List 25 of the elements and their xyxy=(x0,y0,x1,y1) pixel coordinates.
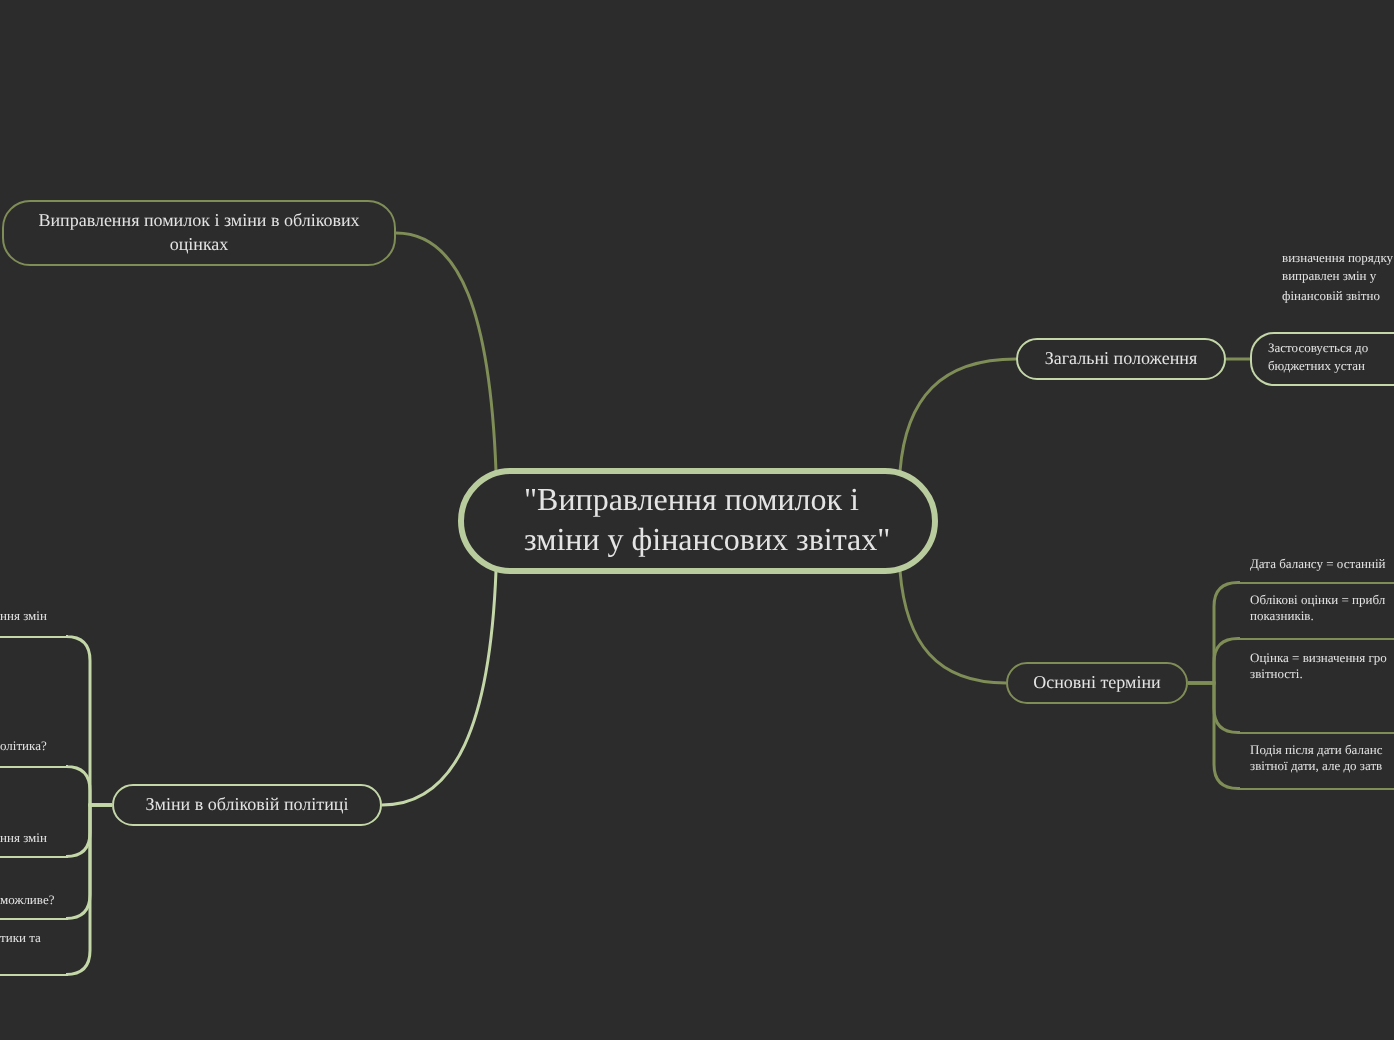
subtopic-underline xyxy=(0,610,68,638)
subtopic-underline xyxy=(0,832,68,858)
topic-pill xyxy=(112,784,382,826)
subtopic-underline xyxy=(0,932,68,976)
subtopic-underline xyxy=(1240,744,1394,790)
branch-line xyxy=(395,231,498,472)
central-topic-text: "Виправлення помилок і зміни у фінансових звітах" xyxy=(524,481,892,561)
branch-line xyxy=(1226,357,1250,361)
topic-text: Зміни в обліковій політиці xyxy=(143,793,351,817)
topic-pill xyxy=(2,200,396,266)
topic-text: Основні терміни xyxy=(1031,671,1163,695)
subtopic-underline xyxy=(1240,652,1394,734)
topic-pill xyxy=(1016,338,1226,380)
subtopic-pill xyxy=(1250,332,1394,386)
subtopic-underline xyxy=(1240,594,1394,640)
subtopic-underline xyxy=(1240,558,1394,584)
branch-line xyxy=(898,357,1017,472)
topic-text: Виправлення помилок і зміни в облікових оцінках xyxy=(36,210,362,256)
central-topic-pill xyxy=(458,468,938,574)
subtopic-underline xyxy=(0,894,68,920)
branch-line xyxy=(898,570,1007,685)
branch-line xyxy=(381,570,498,807)
subtopic-underline xyxy=(0,740,68,768)
topic-text: Загальні положення xyxy=(1042,347,1200,371)
topic-pill xyxy=(1006,662,1188,704)
